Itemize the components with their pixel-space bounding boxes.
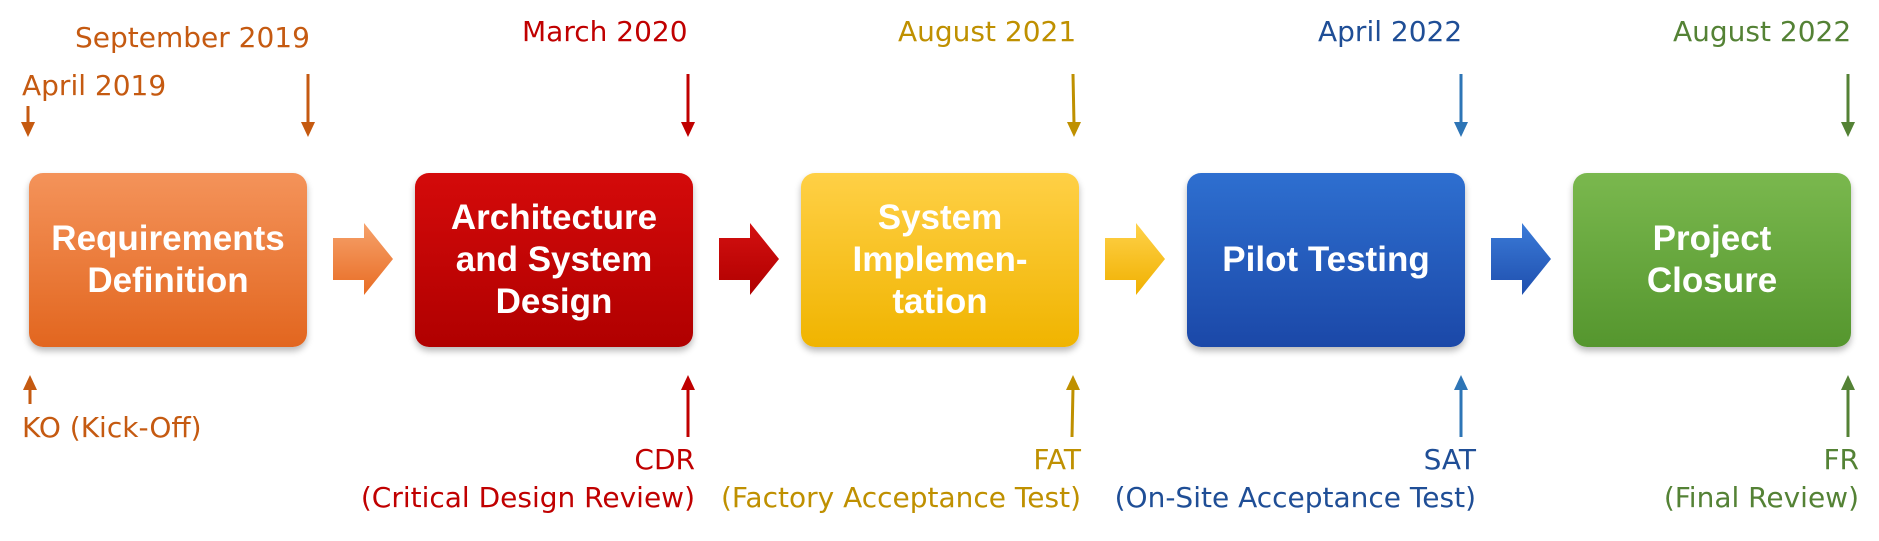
phase-label-line: System bbox=[877, 198, 1003, 237]
arrow-up-fat bbox=[1066, 375, 1080, 438]
arrow-up-ko bbox=[23, 375, 37, 404]
phase-label-line: Definition bbox=[87, 261, 249, 300]
transition-arrow-1 bbox=[333, 223, 393, 295]
date-march-2020: March 2020 bbox=[522, 15, 688, 48]
phase-architecture-system-design: Architecture and System Design bbox=[415, 173, 693, 347]
phase-label-line: Project bbox=[1652, 219, 1772, 258]
milestone-cdr-abbr: CDR bbox=[634, 443, 695, 476]
phase-label-line: and System bbox=[455, 240, 653, 279]
phase-label: Requirements Definition bbox=[51, 218, 284, 302]
date-april-2019: April 2019 bbox=[22, 69, 167, 102]
milestone-fat: FAT (Factory Acceptance Test) bbox=[721, 446, 1081, 512]
transition-arrow-2 bbox=[719, 223, 779, 295]
phase-label-line: Pilot Testing bbox=[1222, 240, 1430, 279]
milestone-fat-abbr: FAT bbox=[1033, 443, 1081, 476]
milestone-cdr: CDR (Critical Design Review) bbox=[361, 446, 695, 512]
arrow-down-kickoff bbox=[21, 106, 35, 137]
phase-label-line: Requirements bbox=[51, 219, 285, 258]
phase-label: Project Closure bbox=[1647, 218, 1777, 302]
transition-arrow-3 bbox=[1105, 223, 1165, 295]
milestone-fr: FR (Final Review) bbox=[1664, 446, 1859, 512]
phase-label-line: Implemen- bbox=[852, 240, 1028, 279]
transition-arrow-4 bbox=[1491, 223, 1551, 295]
milestone-fat-full: (Factory Acceptance Test) bbox=[720, 481, 1081, 514]
milestone-cdr-full: (Critical Design Review) bbox=[360, 481, 695, 514]
arrow-down-fr bbox=[1841, 74, 1855, 137]
date-august-2022: August 2022 bbox=[1673, 15, 1852, 48]
phase-label-line: Closure bbox=[1646, 261, 1778, 300]
arrow-up-fr bbox=[1841, 375, 1855, 437]
phase-pilot-testing: Pilot Testing bbox=[1187, 173, 1465, 347]
phase-label-line: tation bbox=[892, 282, 988, 321]
arrow-up-sat bbox=[1454, 375, 1468, 437]
milestone-ko: KO (Kick-Off) bbox=[22, 411, 202, 444]
arrow-down-req-end bbox=[301, 74, 315, 137]
milestone-fr-full: (Final Review) bbox=[1663, 481, 1859, 514]
phase-label: Architecture and System Design bbox=[451, 197, 657, 323]
phase-label: System Implemen- tation bbox=[852, 197, 1027, 323]
phase-system-implementation: System Implemen- tation bbox=[801, 173, 1079, 347]
phase-requirements-definition: Requirements Definition bbox=[29, 173, 307, 347]
phase-label-line: Design bbox=[495, 282, 613, 321]
milestone-sat: SAT (On-Site Acceptance Test) bbox=[1115, 446, 1476, 512]
milestone-fr-abbr: FR bbox=[1823, 443, 1859, 476]
milestone-sat-abbr: SAT bbox=[1423, 443, 1476, 476]
milestone-sat-full: (On-Site Acceptance Test) bbox=[1114, 481, 1476, 514]
date-august-2021: August 2021 bbox=[898, 15, 1077, 48]
arrow-down-cdr bbox=[681, 74, 695, 137]
phase-project-closure: Project Closure bbox=[1573, 173, 1851, 347]
date-april-2022: April 2022 bbox=[1318, 15, 1463, 48]
arrow-up-cdr bbox=[681, 375, 695, 437]
phase-label-line: Architecture bbox=[450, 198, 658, 237]
arrow-down-fat bbox=[1067, 73, 1081, 137]
arrow-down-sat bbox=[1454, 74, 1468, 137]
date-september-2019: September 2019 bbox=[75, 21, 310, 54]
phase-label: Pilot Testing bbox=[1222, 239, 1429, 281]
